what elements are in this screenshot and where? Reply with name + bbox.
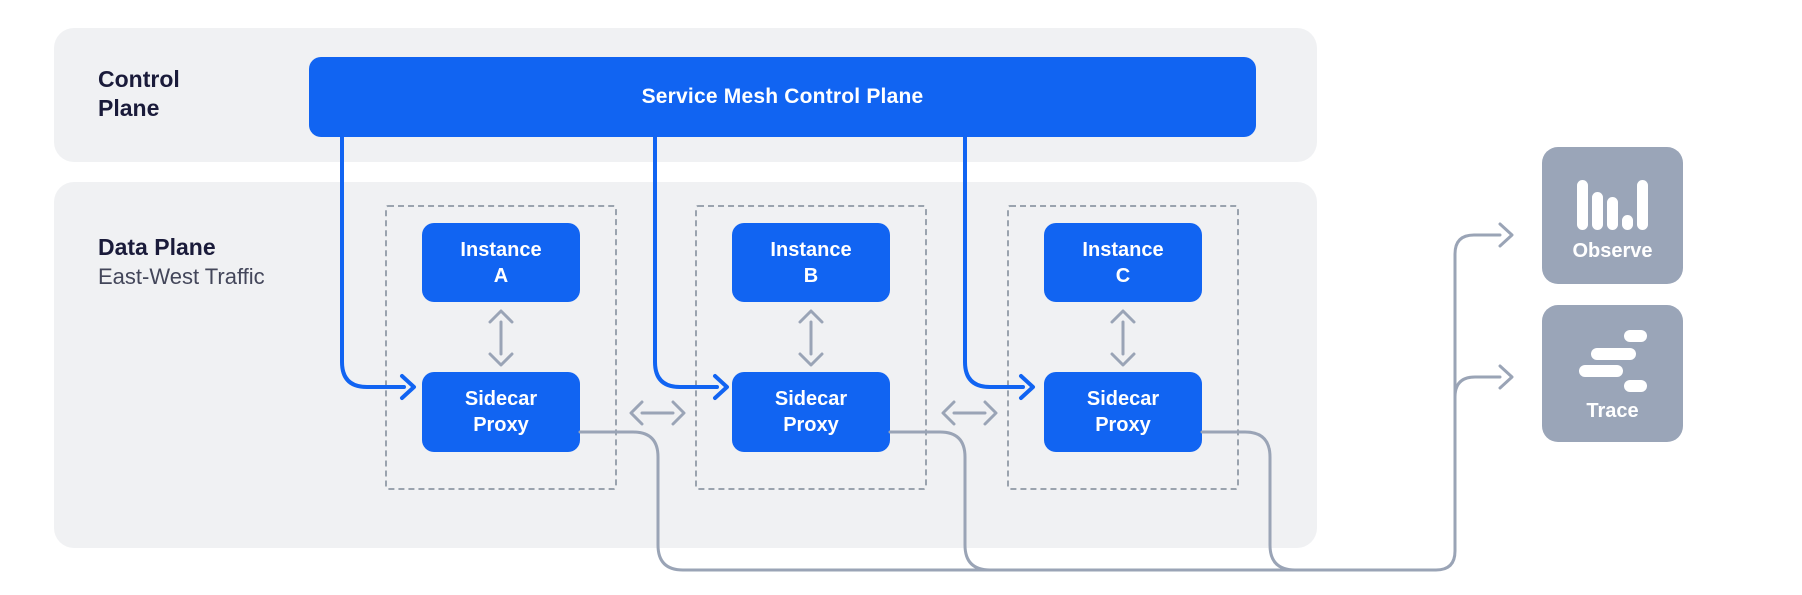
- trace-spans-icon: [1578, 330, 1647, 392]
- instance-c-box: Instance C: [1044, 223, 1202, 302]
- observe-label: Observe: [1572, 240, 1653, 262]
- service-mesh-control-plane-box: Service Mesh Control Plane: [309, 57, 1256, 137]
- data-plane-sublabel: East-West Traffic: [98, 264, 265, 289]
- trace-box: Trace: [1542, 305, 1683, 442]
- sidecar-proxy-b-label: Sidecar Proxy: [774, 388, 848, 436]
- observe-box: Observe: [1542, 147, 1683, 284]
- trace-branch-line: [1453, 375, 1502, 399]
- control-plane-label: Control Plane: [98, 66, 180, 121]
- service-mesh-control-plane-label: Service Mesh Control Plane: [641, 85, 924, 108]
- sidecar-proxy-c-label: Sidecar Proxy: [1086, 388, 1160, 436]
- instance-c-label: Instance C: [1082, 238, 1164, 287]
- trace-arrowhead: [1498, 364, 1514, 390]
- sidecar-proxy-a-box: Sidecar Proxy: [422, 372, 580, 452]
- instance-a-label: Instance A: [460, 238, 542, 287]
- data-plane-label: Data Plane: [98, 234, 216, 260]
- sidecar-proxy-c-box: Sidecar Proxy: [1044, 372, 1202, 452]
- bar-chart-icon: [1576, 180, 1648, 230]
- sidecar-proxy-a-label: Sidecar Proxy: [464, 388, 538, 436]
- observe-arrowhead: [1498, 222, 1514, 248]
- sidecar-proxy-b-box: Sidecar Proxy: [732, 372, 890, 452]
- trace-label: Trace: [1586, 400, 1639, 422]
- instance-b-box: Instance B: [732, 223, 890, 302]
- instance-a-box: Instance A: [422, 223, 580, 302]
- instance-b-label: Instance B: [770, 238, 852, 287]
